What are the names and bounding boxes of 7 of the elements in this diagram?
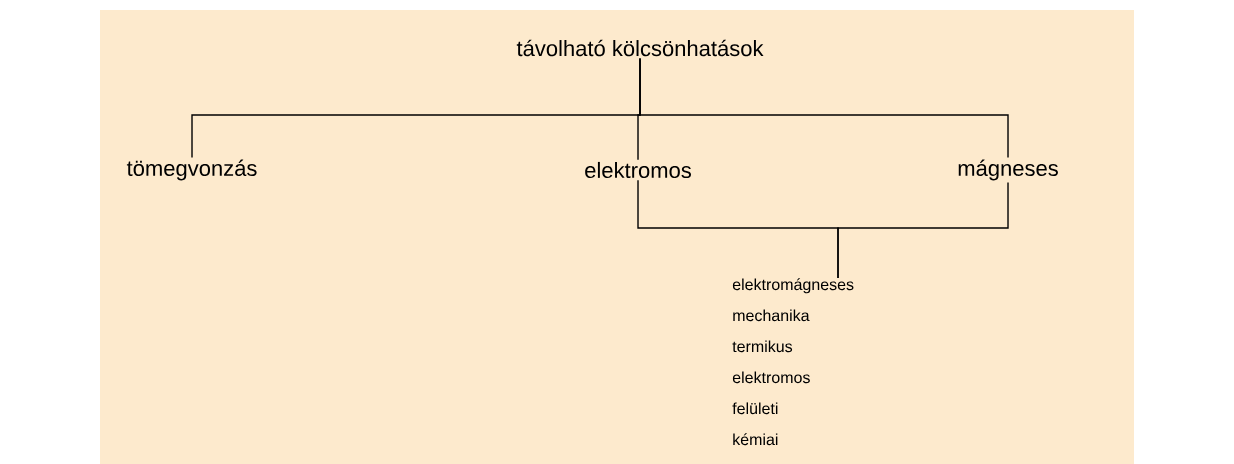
connector-line [639,57,1009,159]
term-label: mágneses [958,159,1058,181]
term-list: elektromágneses mechanika termikus elektromos felületi kémiai [732,278,854,446]
connector-line [837,181,1009,279]
term-label: tömegvonzás [126,159,257,181]
term-label: távolható kölcsönhatások [516,39,764,57]
term-label: elektromos [585,161,691,179]
